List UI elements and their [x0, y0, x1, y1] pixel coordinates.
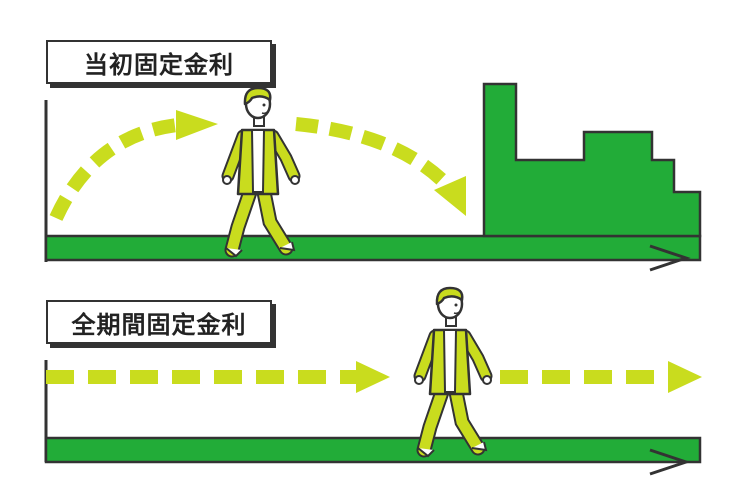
- top-time-arrow-icon: [649, 244, 691, 272]
- arrow-right-icon: [356, 361, 390, 393]
- bottom-time-arrow-icon: [649, 448, 691, 476]
- top-arc-arrowhead-2: [434, 176, 466, 216]
- full-term-fixed-rate-chart: [44, 288, 702, 476]
- label-initial-fixed-rate: 当初固定金利: [46, 40, 272, 84]
- label-full-term-fixed-rate-text: 全期間固定金利: [71, 310, 247, 339]
- top-arc-arrowhead-1: [176, 110, 218, 140]
- top-variable-rate-steps: [482, 82, 702, 238]
- arrow-right-icon-2: [668, 361, 702, 393]
- top-base-bar: [44, 234, 702, 262]
- bottom-base-bar: [44, 436, 702, 464]
- walking-person-icon-2: [415, 288, 491, 456]
- walking-person-icon: [223, 88, 299, 256]
- top-dashed-arc-2: [295, 117, 454, 191]
- top-dashed-arc-1: [49, 117, 189, 221]
- label-full-term-fixed-rate: 全期間固定金利: [46, 300, 272, 344]
- initial-fixed-rate-chart: [44, 82, 702, 272]
- label-initial-fixed-rate-text: 当初固定金利: [84, 50, 234, 79]
